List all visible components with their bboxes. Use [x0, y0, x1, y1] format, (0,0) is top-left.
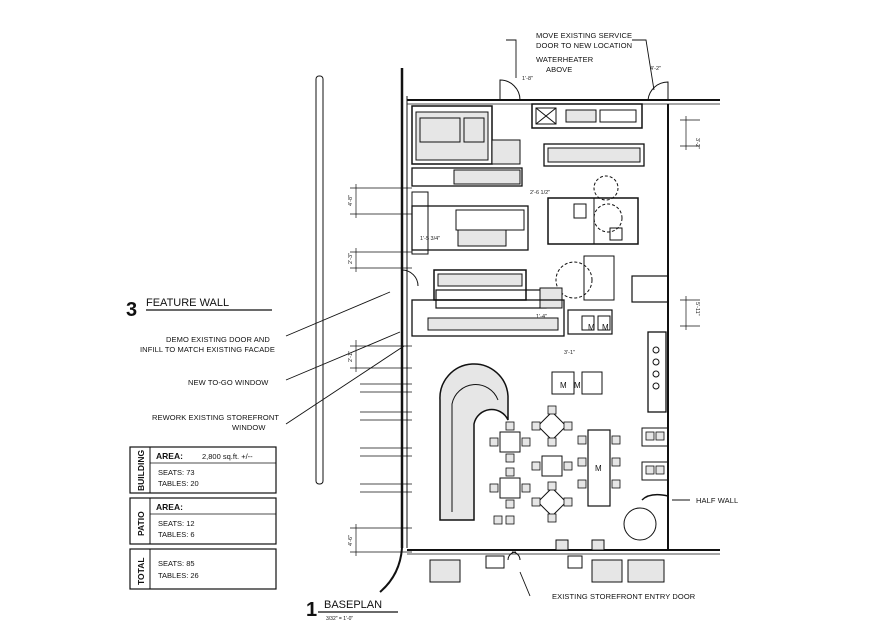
total-seats: SEATS: 85 — [158, 559, 195, 568]
dim-10: 3'-1" — [564, 350, 575, 356]
dim-8: 1'-4" — [536, 314, 547, 320]
dim-5: 4'-8" — [348, 195, 354, 206]
patio-tables: TABLES: 6 — [158, 530, 195, 539]
feature-wall-number: 3 — [126, 299, 137, 321]
note-storefront-window-1: REWORK EXISTING STOREFRONT — [152, 413, 279, 422]
summary-text: BUILDING AREA: 2,800 sq.ft. +/-- SEATS: … — [136, 450, 253, 585]
note-half-wall: HALF WALL — [696, 496, 738, 505]
baseplan-number: 1 — [306, 599, 317, 621]
total-side-label: TOTAL — [136, 557, 146, 585]
building-tables: TABLES: 20 — [158, 479, 199, 488]
leader-lines — [146, 39, 690, 613]
m-mark-5: M — [595, 464, 602, 473]
dim-11: 2'-1" — [348, 351, 354, 362]
patio-side-label: PATIO — [136, 511, 146, 536]
doors — [401, 79, 669, 561]
note-waterheater-2: ABOVE — [546, 65, 572, 74]
view-titles: 3 FEATURE WALL 1 BASEPLAN 3/32" = 1'-0" — [126, 297, 382, 622]
chairs — [489, 405, 665, 525]
dim-6: 1'-5 3/4" — [420, 236, 440, 242]
note-move-service-door-2: DOOR TO NEW LOCATION — [536, 41, 632, 50]
dim-12: 4'-6" — [348, 535, 354, 546]
patio-seats: SEATS: 12 — [158, 519, 195, 528]
building-side-label: BUILDING — [136, 450, 146, 491]
storefront-markers — [360, 383, 412, 493]
dim-9: 5'-11" — [694, 302, 700, 316]
dim-3: 3'-2" — [694, 138, 700, 149]
dim-1: 1'-8" — [522, 76, 533, 82]
building-seats: SEATS: 73 — [158, 468, 195, 477]
m-mark-1: M — [588, 323, 595, 332]
note-entry-door: EXISTING STOREFRONT ENTRY DOOR — [552, 592, 696, 601]
patio-area-label: AREA: — [156, 502, 183, 512]
dimension-labels: 1'-8" 4'-2" 3'-2" 2'-6 1/2" 4'-8" 1'-5 3… — [348, 66, 700, 546]
dimension-lines — [350, 116, 700, 556]
note-waterheater-1: WATERHEATER — [536, 55, 594, 64]
note-demo-door-1: DEMO EXISTING DOOR AND — [166, 335, 270, 344]
baseplan-scale: 3/32" = 1'-0" — [326, 616, 353, 622]
dining-area — [439, 363, 669, 569]
note-move-service-door-1: MOVE EXISTING SERVICE — [536, 31, 632, 40]
fixture-labels: M M M M M — [560, 323, 609, 473]
building-area-label: AREA: — [156, 451, 183, 461]
m-mark-4: M — [574, 381, 581, 390]
total-tables: TABLES: 26 — [158, 571, 199, 580]
dim-7: 2'-3" — [348, 253, 354, 264]
dim-4: 2'-6 1/2" — [530, 190, 550, 196]
kitchen — [411, 103, 669, 413]
dim-2: 4'-2" — [650, 66, 661, 72]
summary-table — [129, 446, 277, 590]
notes: MOVE EXISTING SERVICE DOOR TO NEW LOCATI… — [140, 31, 738, 601]
note-to-go-window: NEW TO-GO WINDOW — [188, 378, 269, 387]
m-mark-3: M — [560, 381, 567, 390]
baseplan-title: BASEPLAN — [324, 599, 382, 611]
note-storefront-window-2: WINDOW — [232, 423, 266, 432]
patio-seating — [429, 539, 665, 583]
feature-wall-title: FEATURE WALL — [146, 297, 229, 309]
m-mark-2: M — [602, 323, 609, 332]
building-area-value: 2,800 sq.ft. +/-- — [202, 452, 253, 461]
note-demo-door-2: INFILL TO MATCH EXISTING FACADE — [140, 345, 275, 354]
